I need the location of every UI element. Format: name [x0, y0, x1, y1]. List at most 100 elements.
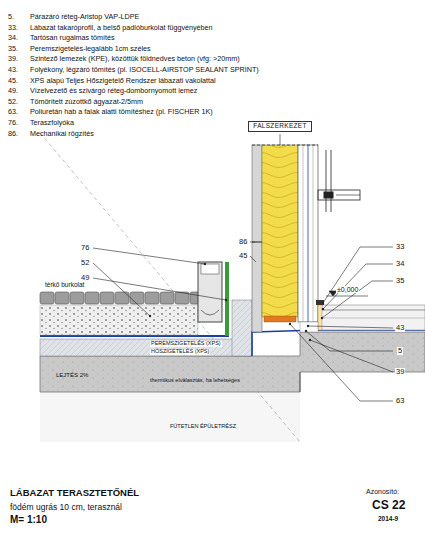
drawing-stroke	[93, 263, 150, 316]
callout-number: 43.	[8, 66, 18, 74]
label-text: LEJTÉS 2%	[56, 372, 88, 378]
callout-number: 76	[80, 244, 90, 252]
drawing-stroke	[306, 331, 393, 351]
drawing-stroke	[264, 316, 296, 322]
drawing-stroke	[280, 134, 281, 145]
leader-dots	[149, 263, 324, 341]
paver	[100, 292, 114, 304]
callout-number: 52	[80, 259, 90, 267]
sheet-title: LÁBAZAT TERASZTETŐNÉL	[10, 488, 139, 498]
drawing-stroke	[250, 256, 256, 262]
drawing-stroke	[149, 315, 151, 317]
paver	[160, 292, 174, 304]
drawing-stroke	[300, 322, 318, 332]
callout-number: 49	[80, 274, 90, 282]
label-text: Teraszfolyóka	[30, 119, 74, 127]
drawing-stroke	[308, 145, 309, 322]
callout-number: 43	[395, 324, 405, 332]
label-text: FŰTETLEN ÉPÜLETRÉSZ	[170, 424, 236, 430]
wall-frame	[252, 145, 318, 322]
wall-insulation	[262, 145, 298, 322]
gravel-bed	[40, 305, 198, 335]
drawing-stroke	[323, 247, 393, 303]
label-text: Szintező lemezek (KPE), közöttük földned…	[30, 55, 240, 63]
drawing-stroke	[250, 242, 255, 243]
drawing-stroke	[318, 318, 425, 319]
wall-tag-box: FALSZERKEZET	[248, 121, 311, 132]
label-text: Peremszigetelés-legalább 1cm széles	[30, 45, 151, 53]
section-key	[318, 150, 360, 212]
paver	[145, 292, 159, 304]
callout-number: 35	[395, 277, 405, 285]
paver	[40, 292, 54, 304]
drawing-stroke	[201, 310, 219, 315]
floor-build-up	[300, 300, 425, 332]
drawing-stroke	[310, 340, 393, 372]
terrace-gutter	[198, 262, 222, 322]
drawing-stroke	[322, 302, 324, 304]
callout-number: 63	[395, 397, 405, 405]
label-text: CS 22	[372, 499, 405, 512]
drawing-stroke	[300, 372, 301, 392]
label-text: Tömörített zúzottkő ágyazat-2/5mm	[30, 98, 143, 106]
drawing-stroke	[331, 150, 332, 212]
label-text: thermikus elválasztás, ha lehetséges	[150, 378, 240, 384]
paver	[130, 292, 144, 304]
drawing-stroke	[252, 145, 262, 332]
label-text: Mechanikai rögzítés	[30, 130, 94, 138]
plinth-render	[252, 145, 262, 332]
drawing-stroke	[40, 339, 252, 356]
callout-number: 5.	[8, 13, 14, 21]
label-text: XPS alapú Teljes Hőszigetelő Rendszer lá…	[30, 77, 216, 85]
callout-number: 45.	[8, 77, 18, 85]
unheated-ground	[40, 133, 300, 442]
drawing-stroke	[298, 145, 318, 322]
drawing-stroke	[225, 299, 227, 301]
drawing-stroke	[232, 300, 252, 356]
drawing-stroke	[93, 248, 205, 264]
callout-number: 33.	[8, 24, 18, 32]
drawing-stroke	[303, 145, 304, 322]
drawing-stroke	[318, 190, 360, 200]
drawing-stroke	[305, 330, 307, 332]
label-text: Azonosító:	[366, 488, 399, 495]
drainage-sheet	[225, 262, 229, 336]
paver	[55, 292, 69, 304]
drawing-stroke	[252, 145, 318, 146]
drawing-stroke	[289, 323, 291, 325]
callout-number: 76.	[8, 119, 18, 127]
callout-number: 5	[397, 347, 403, 355]
drawing-stroke	[322, 281, 393, 318]
label-text: Vízelvezető és szivárgó réteg-dombornyom…	[30, 87, 197, 95]
callout-number: 52.	[8, 98, 18, 106]
drawing-stroke	[323, 264, 393, 309]
drawing-stroke	[201, 264, 219, 274]
label-text: Poliuretán hab a falak alatti tömítéshez…	[30, 108, 213, 116]
callout-number: 35.	[8, 45, 18, 53]
callout-number: 39.	[8, 55, 18, 63]
drawing-stroke	[262, 145, 298, 317]
callout-number: 33	[395, 243, 405, 251]
callout-number: 34.	[8, 34, 18, 42]
drawing-stroke	[313, 145, 314, 322]
drawing-stroke	[321, 317, 323, 319]
drawing-stroke	[198, 262, 222, 322]
drawing-stroke	[316, 300, 324, 305]
callout-number: ±0,000	[336, 286, 359, 293]
callout-number: 86	[238, 238, 248, 246]
paver	[70, 292, 84, 304]
drawing-stroke	[336, 195, 360, 196]
drawing-stroke	[307, 325, 309, 327]
callout-number: 39	[395, 368, 405, 376]
drawing-stroke	[40, 133, 300, 442]
label-text: Tartósan rugalmas tömítés	[30, 34, 115, 42]
drawing-stroke	[290, 324, 393, 401]
drawing-stroke	[326, 296, 368, 297]
callout-number: 45	[238, 252, 248, 260]
box-text: FALSZERKEZET	[253, 123, 306, 130]
drawing-stroke	[204, 263, 206, 265]
drawing-stroke	[225, 262, 229, 336]
callout-number: 63.	[8, 108, 18, 116]
membrane	[40, 300, 425, 356]
